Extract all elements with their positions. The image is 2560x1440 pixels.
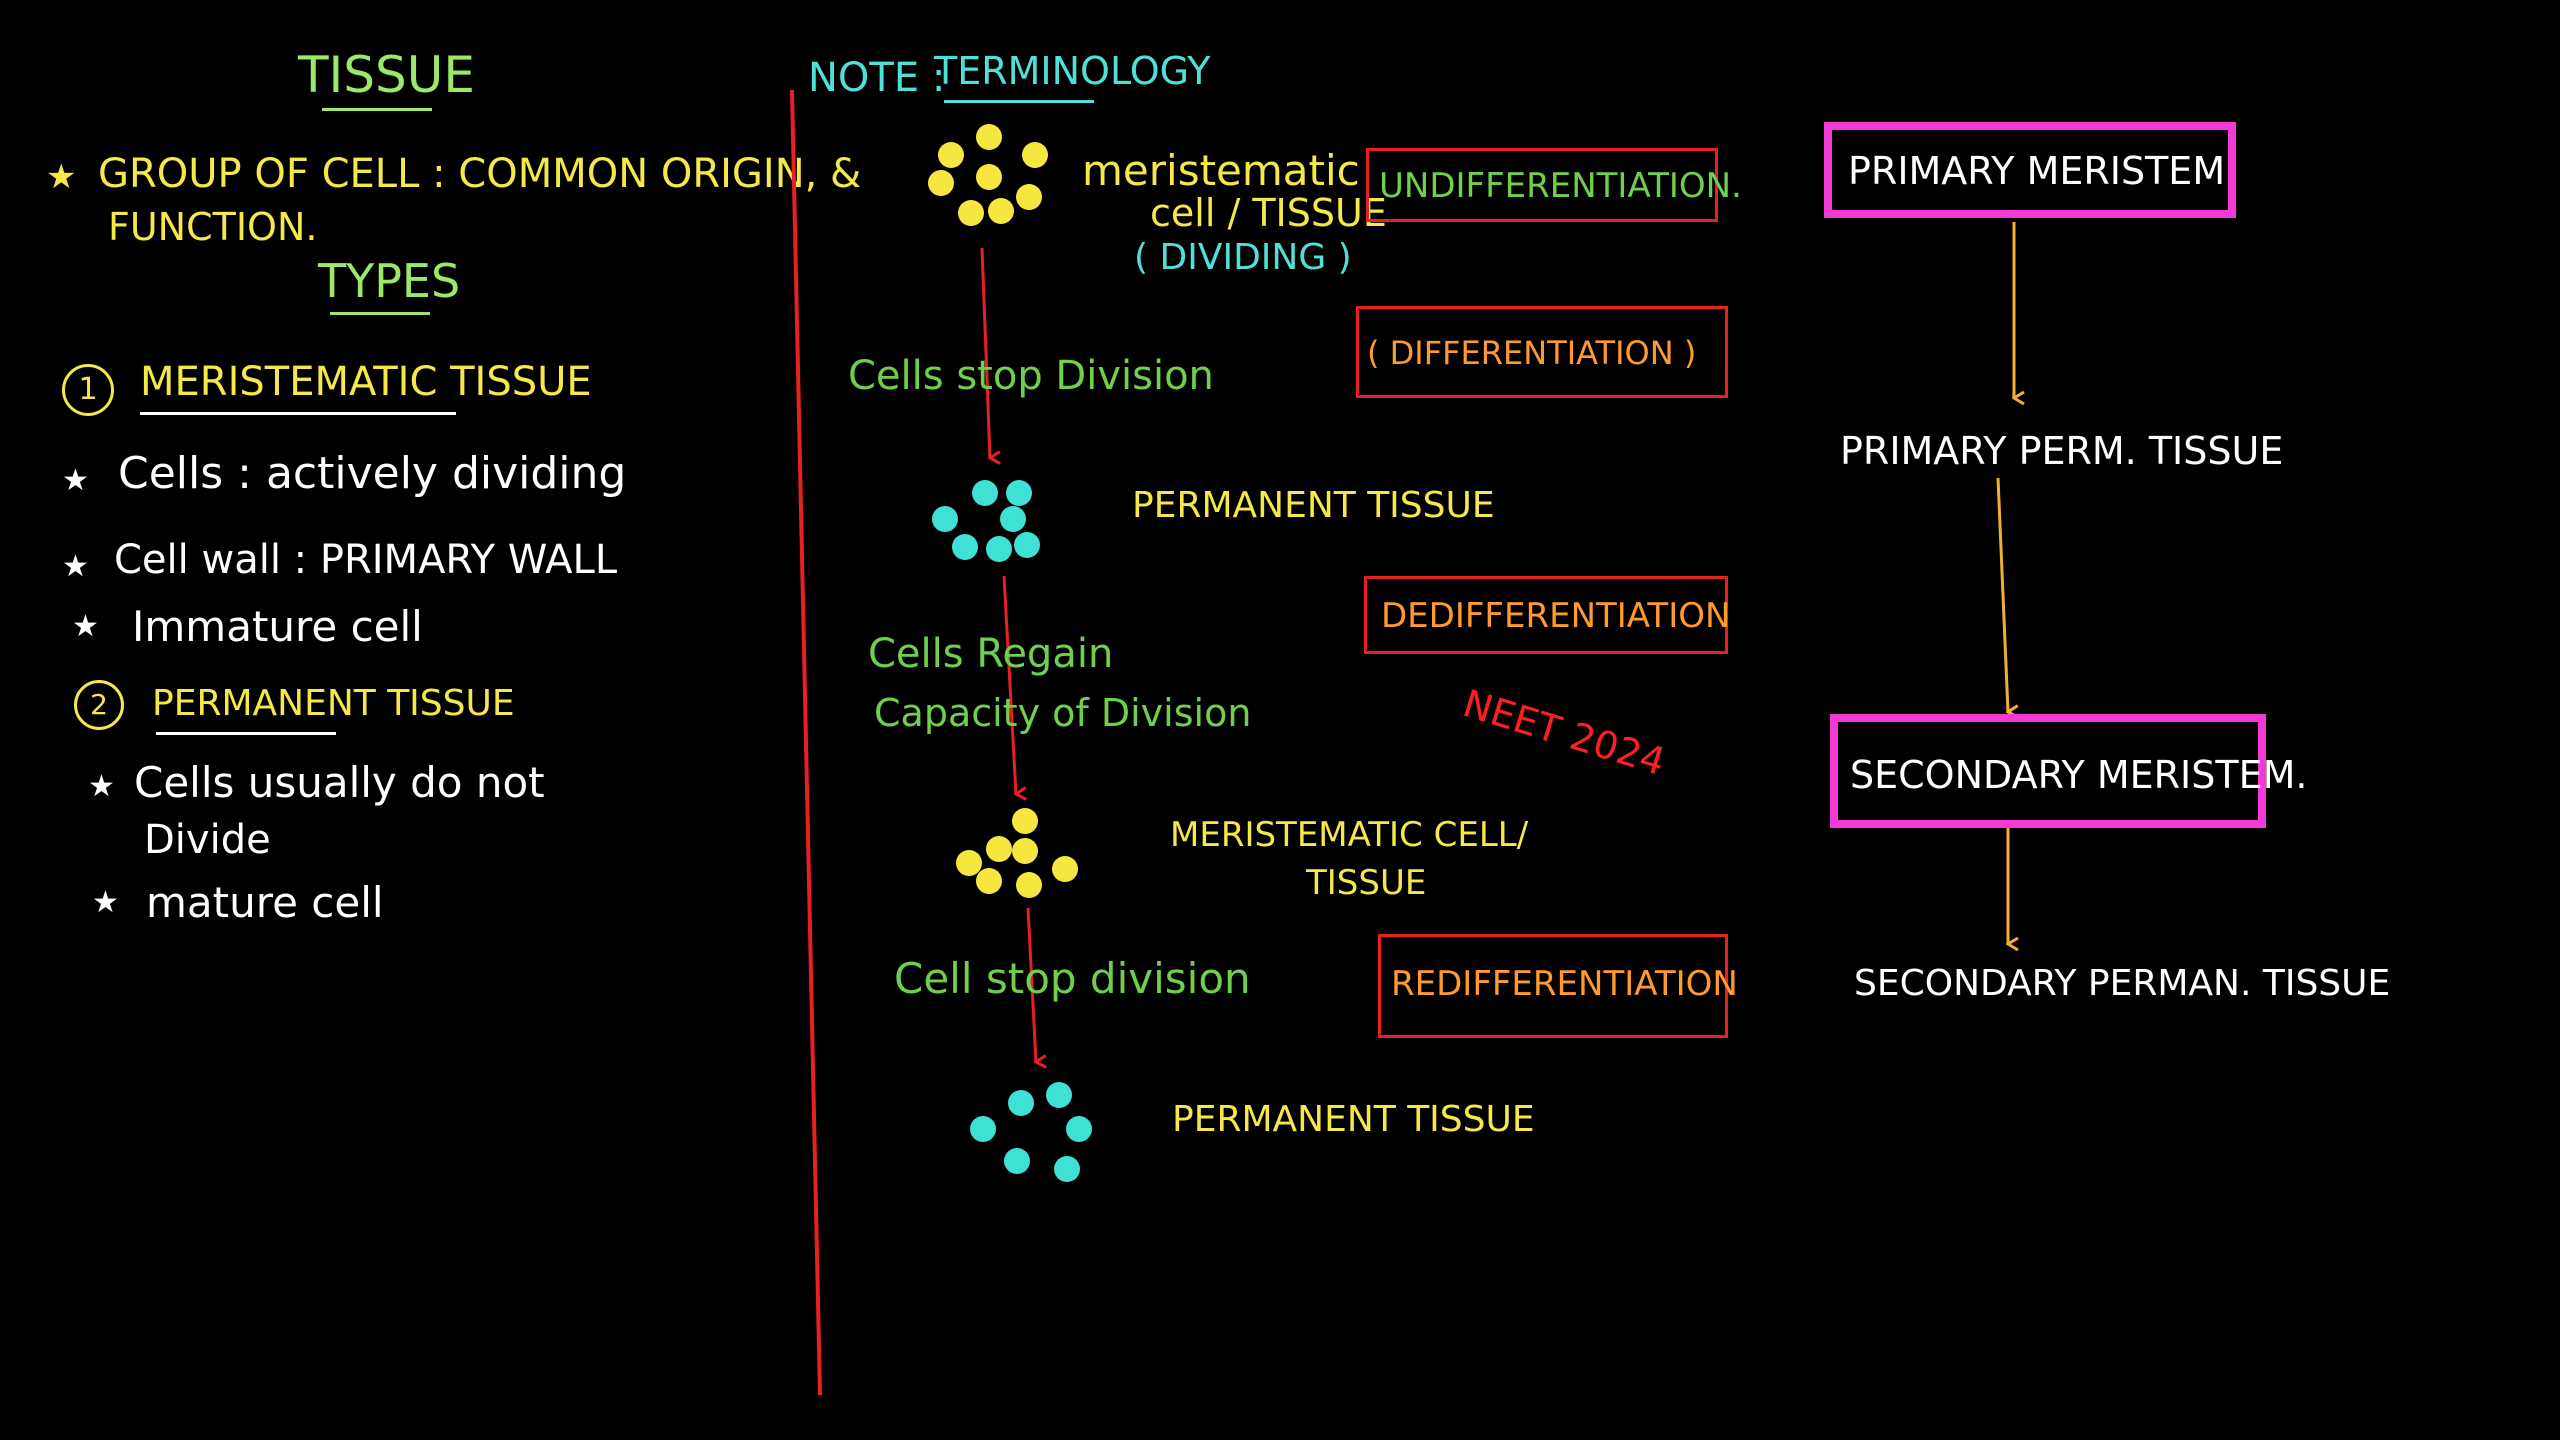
cell-dot	[986, 536, 1012, 562]
tissue-title: TISSUE	[298, 46, 475, 104]
type2-point-1-line-2: Divide	[144, 817, 271, 863]
primary-meristem-label: PRIMARY MERISTEM	[1848, 149, 2226, 193]
type1-point-3: Immature cell	[132, 602, 423, 651]
type2-bullet-2: ★	[92, 885, 119, 920]
cell-dot	[976, 868, 1002, 894]
type1-underline	[140, 412, 456, 415]
cell-dot	[1066, 1116, 1092, 1142]
dividing-label: ( DIVIDING )	[1134, 237, 1352, 278]
cells-stop-division-label: Cells stop Division	[848, 353, 1214, 399]
definition-line-2: FUNCTION.	[108, 205, 318, 249]
type2-point-2: mature cell	[146, 878, 384, 927]
cell-dot	[972, 480, 998, 506]
differentiation-label: ( DIFFERENTIATION )	[1367, 334, 1697, 372]
type1-bullet-3: ★	[72, 609, 99, 644]
differentiation-box: ( DIFFERENTIATION )	[1356, 306, 1728, 398]
cell-dot	[986, 836, 1012, 862]
cell-dot	[1008, 1090, 1034, 1116]
cell-dot	[1016, 872, 1042, 898]
arrow-primary-perm-down	[1996, 477, 2008, 712]
cell-dot	[976, 164, 1002, 190]
secondary-perm-tissue-label: SECONDARY PERMAN. TISSUE	[1854, 963, 2391, 1004]
cells-regain-line-2: Capacity of Division	[874, 691, 1252, 735]
meristematic-2-line-2: TISSUE	[1306, 863, 1427, 903]
meristematic-label-line-1: meristematic	[1082, 146, 1360, 195]
type2-underline	[156, 732, 336, 735]
note-title-underline	[944, 100, 1094, 103]
permanent-tissue-label-1: PERMANENT TISSUE	[1132, 485, 1495, 526]
type2-number-circle: 2	[74, 680, 124, 730]
type2-bullet-1: ★	[88, 769, 115, 804]
cell-dot	[956, 850, 982, 876]
type1-point-2: Cell wall : PRIMARY WALL	[114, 537, 618, 583]
cell-dot	[1052, 856, 1078, 882]
cell-dot	[952, 534, 978, 560]
type1-number-circle: 1	[62, 364, 114, 416]
cell-dot	[1006, 480, 1032, 506]
cell-dot	[932, 506, 958, 532]
type1-bullet-2: ★	[62, 549, 89, 584]
note-label: NOTE :	[808, 55, 946, 101]
definition-line-1: GROUP OF CELL : COMMON ORIGIN, &	[98, 151, 862, 197]
cell-dot	[938, 142, 964, 168]
note-title: TERMINOLOGY	[934, 49, 1211, 93]
meristematic-2-line-1: MERISTEMATIC CELL/	[1170, 815, 1529, 855]
types-heading-underline	[330, 312, 430, 315]
cell-dot	[928, 170, 954, 196]
cell-dot	[970, 1116, 996, 1142]
secondary-meristem-box: SECONDARY MERISTEM.	[1830, 714, 2307, 828]
cell-dot	[1014, 532, 1040, 558]
cell-dot	[1004, 1148, 1030, 1174]
type1-bullet-1: ★	[62, 463, 89, 498]
undifferentiation-box: UNDIFFERENTIATION.	[1366, 148, 1742, 222]
types-heading: TYPES	[318, 254, 461, 308]
cell-dot	[1000, 506, 1026, 532]
redifferentiation-box: REDIFFERENTIATION	[1378, 934, 1738, 1038]
arrow-permanent-to-meristem	[1002, 575, 1016, 794]
undifferentiation-label: UNDIFFERENTIATION.	[1379, 166, 1742, 206]
cells-regain-line-1: Cells Regain	[868, 631, 1114, 677]
permanent-tissue-label-2: PERMANENT TISSUE	[1172, 1099, 1535, 1140]
primary-perm-tissue-label: PRIMARY PERM. TISSUE	[1840, 429, 2284, 473]
cell-dot	[1046, 1082, 1072, 1108]
primary-meristem-box: PRIMARY MERISTEM	[1824, 122, 2236, 218]
dedifferentiation-label: DEDIFFERENTIATION	[1381, 596, 1731, 636]
type2-point-1-line-1: Cells usually do not	[134, 758, 545, 807]
cell-dot	[976, 124, 1002, 150]
secondary-meristem-label: SECONDARY MERISTEM.	[1850, 753, 2308, 797]
arrow-meristem-to-permanent-2	[1026, 907, 1036, 1062]
type2-label: PERMANENT TISSUE	[152, 683, 515, 724]
cell-dot	[1022, 142, 1048, 168]
meristematic-label-line-2: cell / TISSUE	[1150, 191, 1387, 235]
definition-bullet: ★	[46, 157, 77, 197]
cell-dot	[1012, 838, 1038, 864]
redifferentiation-label: REDIFFERENTIATION	[1391, 964, 1738, 1004]
cell-dot	[1054, 1156, 1080, 1182]
type1-point-1: Cells : actively dividing	[118, 448, 627, 499]
cell-dot	[1016, 184, 1042, 210]
cell-dot	[1012, 808, 1038, 834]
dedifferentiation-box: DEDIFFERENTIATION	[1364, 576, 1731, 654]
cell-dot	[958, 200, 984, 226]
type1-label: MERISTEMATIC TISSUE	[140, 359, 592, 405]
arrow-meristem-to-permanent	[980, 247, 990, 458]
cell-stop-division-label: Cell stop division	[894, 954, 1251, 1003]
cell-dot	[988, 198, 1014, 224]
vertical-divider	[790, 89, 822, 1396]
tissue-title-underline	[322, 108, 432, 111]
